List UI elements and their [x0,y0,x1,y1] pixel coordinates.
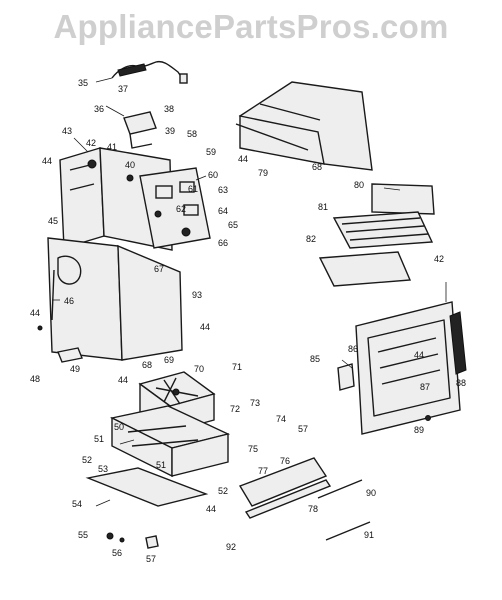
callout-label-77: 77 [258,466,268,476]
callout-label-80: 80 [354,180,364,190]
callout-label-91: 91 [364,530,374,540]
foot-48[interactable] [57,347,83,363]
callout-label-81: 81 [318,202,328,212]
callout-label-69: 69 [164,355,174,365]
oven-door[interactable] [337,301,467,435]
bottom-plate[interactable] [85,467,209,507]
callout-label-51b: 51 [156,460,166,470]
callout-label-57a: 57 [298,424,308,434]
callout-label-49: 49 [70,364,80,374]
callout-label-44g: 44 [414,350,424,360]
control-board[interactable] [139,167,211,249]
callout-label-42b: 42 [434,254,444,264]
base-tray[interactable] [109,405,231,478]
callout-label-44e: 44 [206,504,216,514]
callout-label-43: 43 [62,126,72,136]
callout-label-50: 50 [114,422,124,432]
bracket-36[interactable] [123,111,157,149]
callout-label-74: 74 [276,414,286,424]
callout-label-44f: 44 [238,154,248,164]
callout-label-75: 75 [248,444,258,454]
callout-label-78: 78 [308,504,318,514]
callout-label-59: 59 [206,147,216,157]
watermark: AppliancePartsPros.com [53,8,449,45]
cabinet-side-panel[interactable] [37,237,183,361]
callout-label-61: 61 [188,184,198,194]
callout-label-53: 53 [98,464,108,474]
callout-label-79: 79 [258,168,268,178]
callout-label-44a: 44 [42,156,52,166]
callout-label-58: 58 [187,129,197,139]
callout-label-51a: 51 [94,434,104,444]
top-cover[interactable] [235,81,373,171]
callout-label-85: 85 [310,354,320,364]
callout-label-44c: 44 [30,308,40,318]
callout-label-36: 36 [94,104,104,114]
hardware-55-56-57[interactable] [106,532,159,549]
callout-label-55: 55 [78,530,88,540]
callout-label-60: 60 [208,170,218,180]
callout-label-52b: 52 [218,486,228,496]
callout-label-52a: 52 [82,455,92,465]
callout-label-57b: 57 [146,554,156,564]
callout-label-86: 86 [348,344,358,354]
callout-label-39: 39 [165,126,175,136]
callout-label-56: 56 [112,548,122,558]
door-trim[interactable] [238,457,371,541]
filter-panel[interactable] [318,183,435,287]
callout-label-71: 71 [232,362,242,372]
callout-label-48: 48 [30,374,40,384]
callout-label-40: 40 [125,160,135,170]
callout-label-70: 70 [194,364,204,374]
callout-label-44b: 44 [200,322,210,332]
callout-label-62: 62 [176,204,186,214]
callout-label-90: 90 [366,488,376,498]
callout-label-67: 67 [154,264,164,274]
callout-label-41: 41 [107,142,117,152]
callout-label-72: 72 [230,404,240,414]
callout-label-82: 82 [306,234,316,244]
callout-label-87: 87 [420,382,430,392]
callout-label-68a: 68 [142,360,152,370]
callout-label-65: 65 [228,220,238,230]
callout-label-63: 63 [218,185,228,195]
callout-label-45: 45 [48,216,58,226]
callout-label-37a: 37 [118,84,128,94]
callout-label-54: 54 [72,499,82,509]
callout-label-66: 66 [218,238,228,248]
callout-label-42: 42 [86,138,96,148]
callout-label-73: 73 [250,398,260,408]
callout-label-68b: 68 [312,162,322,172]
callout-label-92: 92 [226,542,236,552]
callout-label-46: 46 [64,296,74,306]
callout-label-76: 76 [280,456,290,466]
power-cord[interactable] [111,60,188,84]
callout-label-88: 88 [456,378,466,388]
callout-label-89: 89 [414,425,424,435]
callout-label-38: 38 [164,104,174,114]
leader-lines [52,77,447,507]
callout-label-35: 35 [78,78,88,88]
callout-label-64: 64 [218,206,228,216]
callout-label-93: 93 [192,290,202,300]
callout-label-44d: 44 [118,375,128,385]
